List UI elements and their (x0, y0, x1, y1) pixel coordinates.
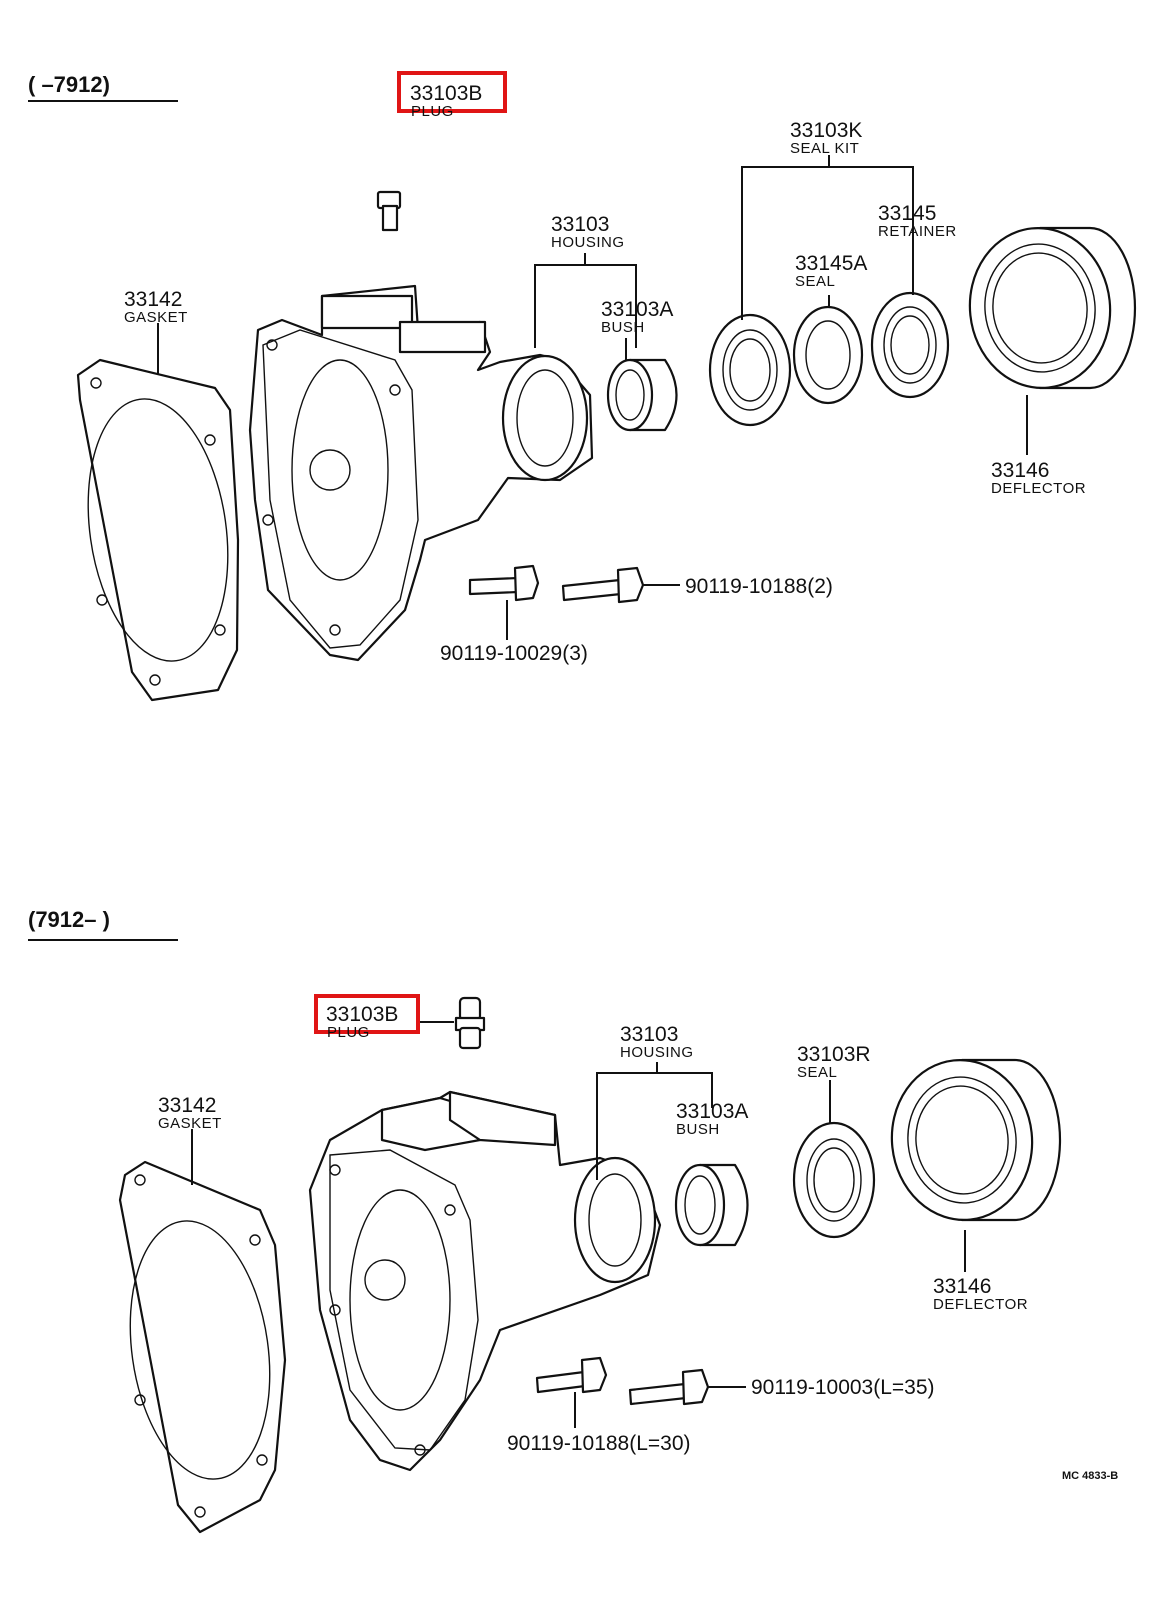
upper-bolt-a-part (561, 566, 645, 604)
upper-gasket-name: GASKET (124, 309, 188, 326)
lower-gasket-part (118, 1160, 287, 1534)
upper-retainer-number[interactable]: 33145 (878, 202, 936, 225)
upper-seal-kit-bracket (741, 166, 914, 320)
lower-range-label: (7912– ) (28, 907, 110, 932)
upper-seal-kit-oil-seal (708, 313, 792, 427)
upper-deflector-number[interactable]: 33146 (991, 459, 1049, 482)
upper-seal-name: SEAL (795, 273, 835, 290)
lower-plug-number[interactable]: 33103B (326, 1003, 398, 1026)
upper-seal-part (792, 305, 864, 405)
upper-bolt-b-part (468, 564, 540, 602)
lower-bush-part (674, 1163, 749, 1247)
lower-bush-number[interactable]: 33103A (676, 1100, 748, 1123)
upper-housing-number[interactable]: 33103 (551, 213, 609, 236)
upper-plug-part (376, 159, 511, 278)
lower-bolt-a-number[interactable]: 90119-10003(L=35) (751, 1376, 935, 1399)
lower-seal-number[interactable]: 33103R (797, 1043, 871, 1066)
lower-seal-part (792, 1121, 876, 1239)
lower-plug-name: PLUG (327, 1024, 370, 1041)
lower-bolt-b-part (535, 1356, 608, 1394)
lower-assembly: (7912– ) 33103B PLUG 33142 GASKET (28, 907, 1062, 1534)
lower-housing-name: HOUSING (620, 1044, 694, 1061)
upper-plug-name: PLUG (411, 103, 454, 120)
lower-bolt-a-part (628, 1368, 710, 1406)
lower-gasket-name: GASKET (158, 1115, 222, 1132)
upper-plug-highlight-box (397, 71, 507, 113)
lower-housing-bracket (596, 1072, 713, 1180)
lower-deflector-name: DEFLECTOR (933, 1296, 1028, 1313)
upper-bush-number[interactable]: 33103A (601, 298, 673, 321)
upper-retainer-part (870, 291, 950, 399)
upper-bolt-b-number[interactable]: 90119-10029(3) (440, 642, 588, 665)
upper-seal-kit-number[interactable]: 33103K (790, 119, 862, 142)
lower-gasket-number[interactable]: 33142 (158, 1094, 216, 1117)
upper-range-label: ( –7912) (28, 72, 110, 97)
lower-plug-part (454, 996, 486, 1050)
upper-gasket-number[interactable]: 33142 (124, 288, 182, 311)
upper-retainer-name: RETAINER (878, 223, 957, 240)
upper-seal-kit-name: SEAL KIT (790, 140, 859, 157)
lower-deflector-part (890, 1058, 1062, 1222)
upper-deflector-name: DEFLECTOR (991, 480, 1086, 497)
figure-code: MC 4833-B (1062, 1470, 1118, 1482)
upper-housing-name: HOUSING (551, 234, 625, 251)
lower-plug-highlight-box (314, 994, 420, 1034)
upper-bolt-a-number[interactable]: 90119-10188(2) (685, 575, 833, 598)
upper-bush-name: BUSH (601, 319, 645, 336)
upper-seal-number[interactable]: 33145A (795, 252, 867, 275)
upper-deflector-part (968, 226, 1137, 390)
upper-plug-number[interactable]: 33103B (410, 82, 482, 105)
lower-bolt-b-number[interactable]: 90119-10188(L=30) (507, 1432, 691, 1455)
upper-assembly: ( –7912) 33103B PLUG 33142 GASKET (28, 71, 1137, 702)
lower-deflector-number[interactable]: 33146 (933, 1275, 991, 1298)
upper-gasket-part (76, 358, 240, 702)
lower-seal-name: SEAL (797, 1064, 837, 1081)
lower-housing-number[interactable]: 33103 (620, 1023, 678, 1046)
upper-bush-part (606, 358, 678, 432)
upper-housing-part (248, 284, 594, 662)
lower-bush-name: BUSH (676, 1121, 720, 1138)
lower-housing-part (308, 1090, 662, 1472)
